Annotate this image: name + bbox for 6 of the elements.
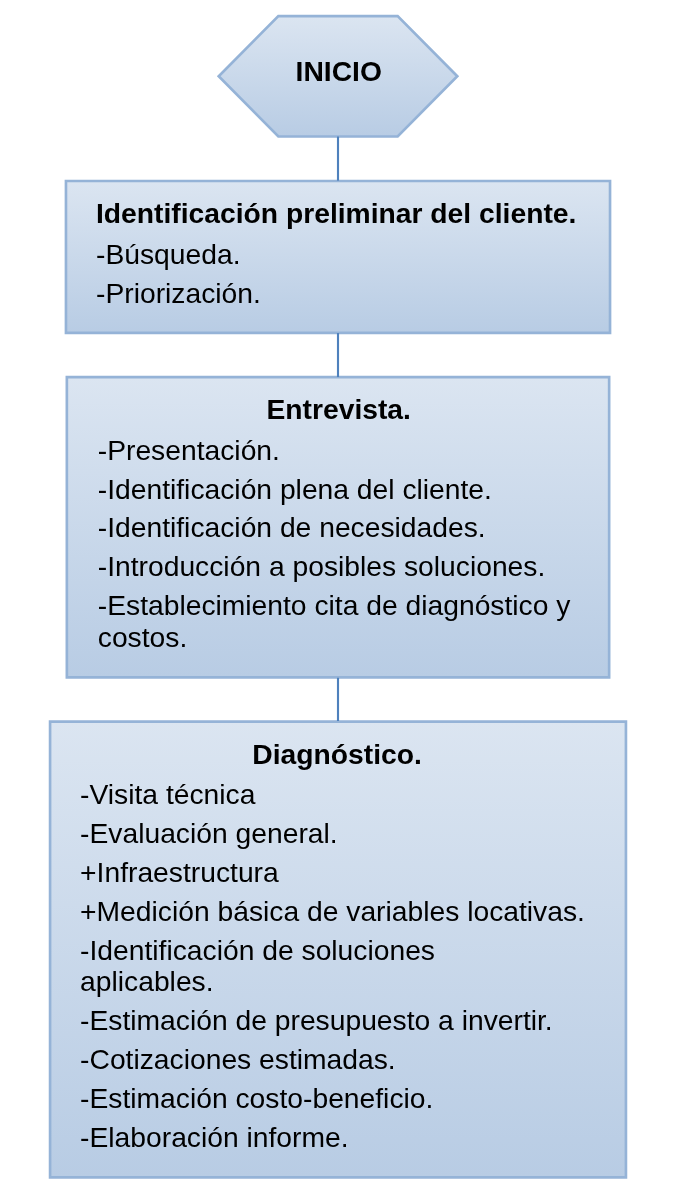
node-box: Entrevista. -Presentación. -Identificación plena del cliente. -Identificación de necesidades. -Introducción a posibles soluciones. -Establecimiento cita de diagnóstico y costos. — [65, 375, 610, 679]
node-box: Diagnóstico. -Visita técnica -Evaluación general. +Infraestructura +Medición básica de variables locativas. -Identificación de soluciones aplicables. -Estimación de presupuesto a invertir. -Cotizaciones estimadas. -Estimación costo-beneficio. -Elaboración informe. — [48, 720, 627, 1179]
connector — [336, 677, 339, 721]
node-box: Identificación preliminar del cliente. -Búsqueda. -Priorización. — [64, 179, 611, 335]
connector — [336, 333, 339, 378]
connector — [336, 136, 339, 181]
